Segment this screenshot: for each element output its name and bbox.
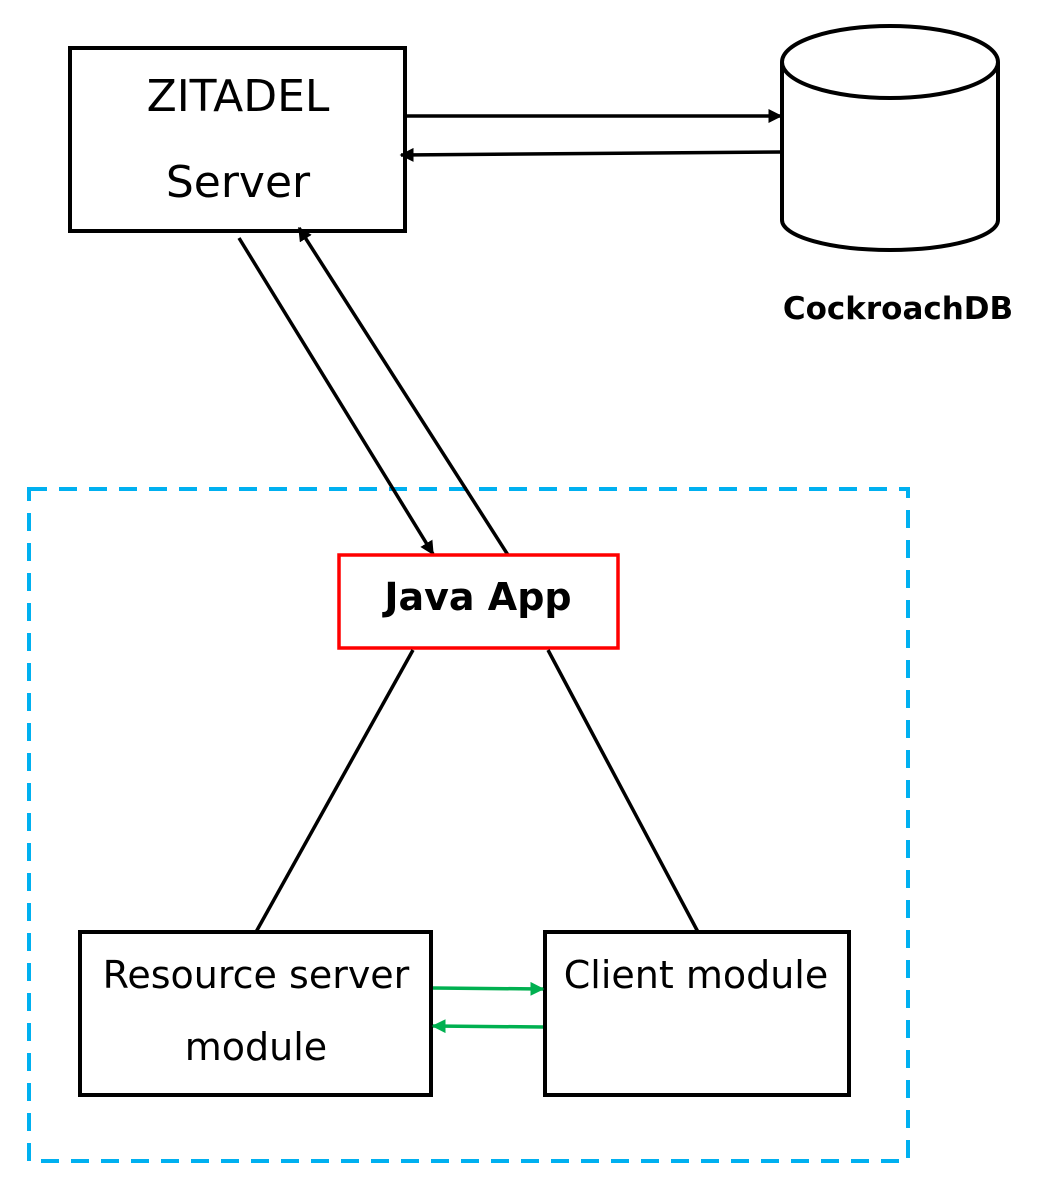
resource-server-label-line2: module <box>185 1025 327 1069</box>
edge-java-app-to-resource-server <box>254 649 415 933</box>
edge-zitadel-to-java-app <box>237 237 435 556</box>
cockroachdb-node[interactable]: CockroachDB <box>780 24 1013 327</box>
edge-java-app-to-client-module <box>546 649 700 933</box>
zitadel-server-node[interactable]: ZITADEL Server <box>68 46 407 233</box>
edge-cockroachdb-to-zitadel <box>399 147 783 162</box>
client-module-label: Client module <box>564 953 829 997</box>
zitadel-server-label-line2: Server <box>166 157 311 208</box>
client-module-node[interactable]: Client module <box>543 930 851 1097</box>
java-app-label: Java App <box>381 575 571 619</box>
cockroachdb-label: CockroachDB <box>783 291 1013 327</box>
edge-resource-server-to-client-module <box>432 981 545 996</box>
edge-java-app-to-zitadel <box>297 226 510 556</box>
java-app-node[interactable]: Java App <box>337 553 620 650</box>
app-boundary-group <box>27 487 910 1163</box>
resource-server-module-node[interactable]: Resource server module <box>78 930 433 1097</box>
edge-client-module-to-resource-server <box>431 1019 544 1034</box>
database-cylinder-top <box>780 24 1000 100</box>
resource-server-label-line1: Resource server <box>103 953 410 997</box>
database-cylinder-icon <box>780 62 1000 252</box>
zitadel-server-label-line1: ZITADEL <box>147 71 330 122</box>
